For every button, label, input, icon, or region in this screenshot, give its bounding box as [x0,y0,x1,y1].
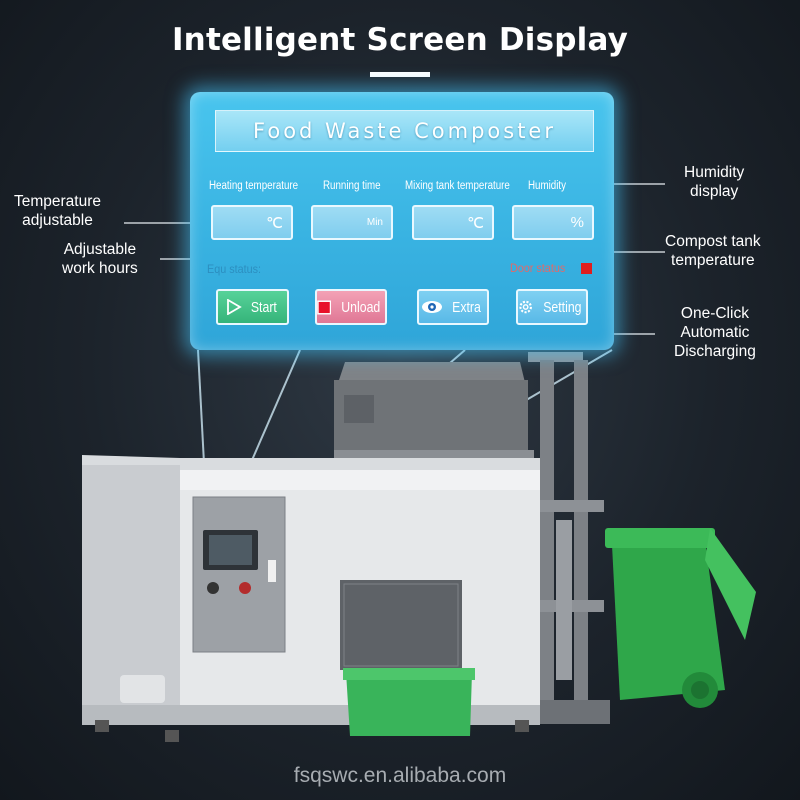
gear-icon [519,300,532,314]
equ-status-label: Equ status: [207,262,262,276]
unload-button-label: Unload [341,298,381,316]
mixing-tank-temperature-label: Mixing tank temperature [405,180,510,192]
title-underline [370,72,430,77]
running-time-unit: Min [366,217,383,228]
extra-button-label: Extra [452,298,482,316]
setting-button[interactable]: Setting [516,289,588,325]
mixing-tank-temperature-unit: ℃ [467,214,484,232]
heating-temperature-unit: ℃ [266,214,283,232]
extra-button[interactable]: Extra [417,289,489,325]
door-status-label: Door status [510,261,566,275]
page-title: Intelligent Screen Display [171,22,629,58]
setting-button-label: Setting [543,298,582,316]
heating-temperature-label: Heating temperature [209,180,299,192]
start-button-label: Start [250,298,277,316]
door-status-indicator [581,263,592,274]
unload-button[interactable]: Unload [315,289,387,325]
screen-title: Food Waste Composter [215,110,594,152]
mixing-tank-temperature-field[interactable]: ℃ [412,205,494,240]
play-icon [226,299,242,315]
watermark: fsqswc.en.alibaba.com [293,764,507,787]
eye-icon [422,301,443,313]
humidity-field[interactable]: % [512,205,594,240]
running-time-field[interactable]: Min [311,205,393,240]
start-button[interactable]: Start [216,289,289,325]
stop-icon [317,300,332,314]
humidity-unit: % [570,214,584,231]
screen-panel: Food Waste Composter Heating temperature… [190,92,614,350]
running-time-label: Running time [323,180,381,192]
humidity-label: Humidity [528,180,567,192]
heating-temperature-field[interactable]: ℃ [211,205,293,240]
